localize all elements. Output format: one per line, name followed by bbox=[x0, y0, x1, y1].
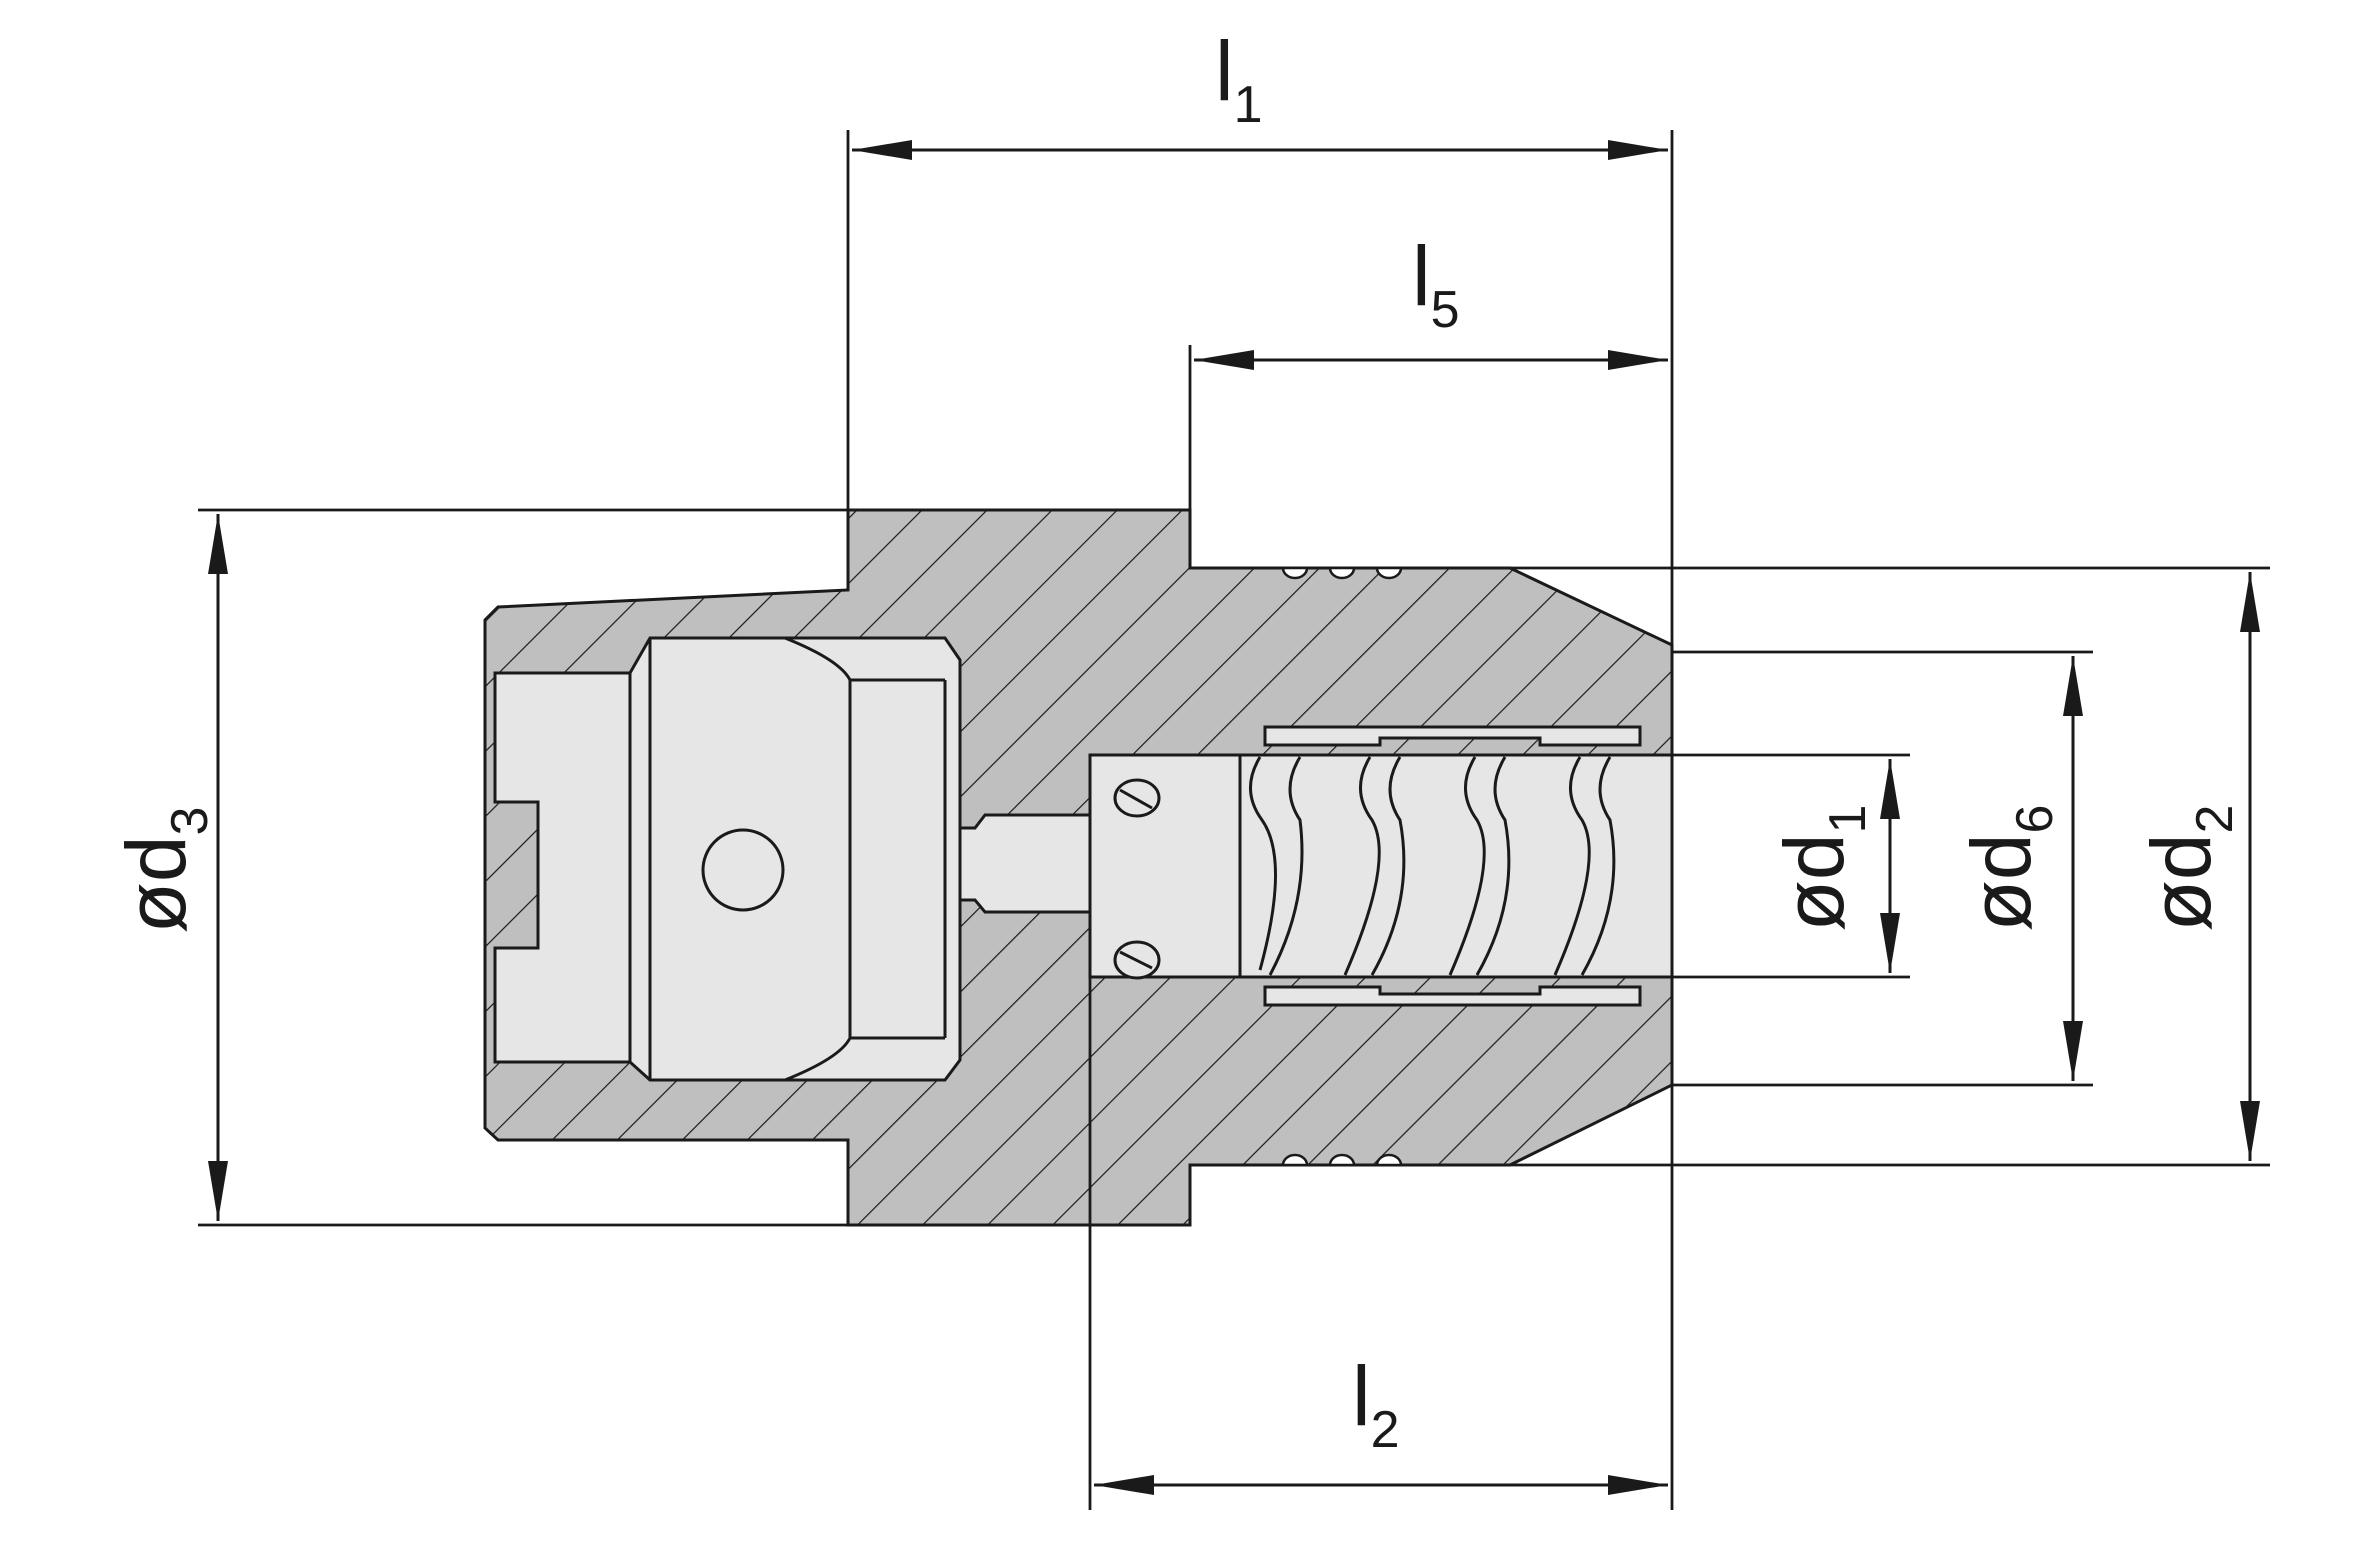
extension-lines bbox=[198, 130, 2270, 1510]
label-d3: ød3 bbox=[109, 807, 219, 934]
thread-insert bbox=[1263, 725, 1642, 1007]
center-pin bbox=[958, 813, 1092, 914]
label-l5: l5 bbox=[1412, 229, 1460, 339]
front-bore bbox=[1238, 753, 1674, 979]
label-l2: l2 bbox=[1352, 1349, 1400, 1459]
label-l1: l1 bbox=[1215, 24, 1263, 134]
knurl-notches bbox=[1281, 566, 1403, 1167]
helical-spring bbox=[1249, 756, 1616, 976]
adjustment-screw-block bbox=[1088, 753, 1242, 979]
rear-cavity-profile bbox=[628, 636, 947, 1082]
locking-ball bbox=[701, 828, 785, 912]
label-d1: ød1 bbox=[1767, 805, 1877, 932]
screw-holes bbox=[1113, 778, 1161, 980]
label-d2: ød2 bbox=[2134, 805, 2244, 932]
label-d6: ød6 bbox=[1954, 805, 2064, 932]
dimension-lines bbox=[208, 140, 2260, 1495]
